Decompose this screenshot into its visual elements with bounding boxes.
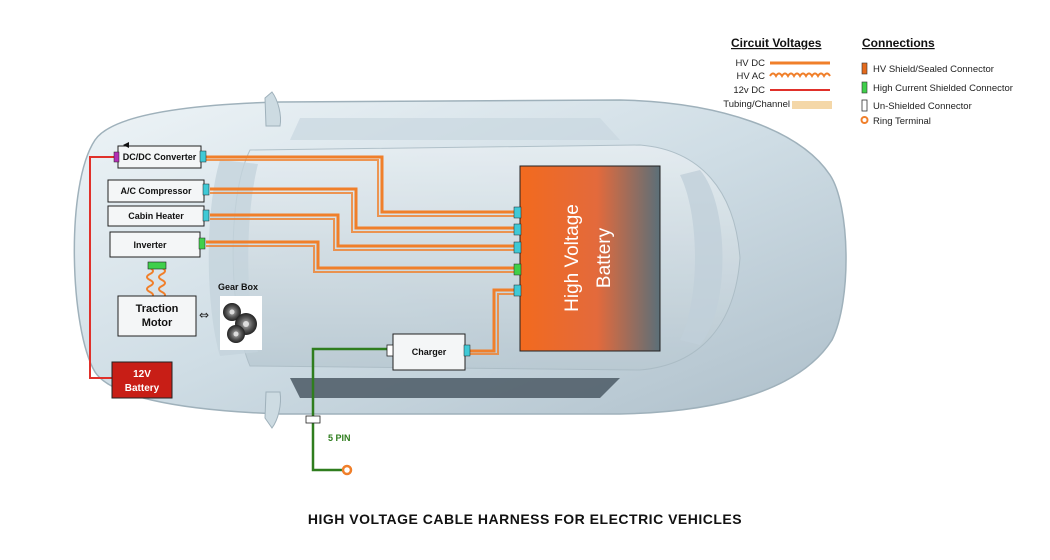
charger-box: Charger	[386, 333, 471, 371]
hv-battery-box: High Voltage Battery	[513, 165, 661, 352]
battery-12v-label-line2: Battery	[125, 383, 160, 394]
ac-compressor-box: A/C Compressor	[107, 179, 210, 203]
legend-hv-ac-line	[769, 72, 831, 78]
legend-tubing-label: Tubing/Channel	[723, 99, 790, 110]
wire-charge-inlet	[311, 347, 388, 472]
charger-label: Charger	[412, 347, 447, 357]
legend-12v-label: 12v DC	[733, 85, 765, 96]
hv-battery-label-line1: High Voltage	[562, 204, 583, 312]
dcdc-hv-connector	[199, 150, 207, 163]
legend-hv-ac-label: HV AC	[736, 71, 765, 82]
legend-connections-title: Connections	[862, 36, 935, 50]
cabin-heater-box: Cabin Heater	[107, 205, 210, 227]
legend-high-current-swatch	[861, 81, 868, 94]
five-pin-connector	[305, 415, 321, 424]
wire-charger-to-battery	[470, 288, 515, 353]
wire-inverter-to-battery	[206, 240, 515, 270]
double-arrow-icon: ⇔	[199, 308, 209, 322]
inverter-hv-connector	[198, 237, 206, 250]
inverter-label: Inverter	[133, 240, 167, 250]
five-pin-label: 5 PIN	[328, 433, 351, 443]
battery-12v-box: 12V Battery	[111, 361, 173, 399]
heater-hv-connector	[202, 209, 210, 222]
gear-box-label: Gear Box	[218, 282, 258, 292]
legend-unshielded-swatch	[861, 99, 868, 112]
legend-voltages-title: Circuit Voltages	[731, 36, 822, 50]
traction-motor-box: Traction Motor	[117, 295, 197, 337]
inverter-box: Inverter	[109, 231, 206, 258]
hv-dc-harness	[204, 155, 515, 355]
dcdc-12v-connector	[113, 151, 120, 163]
hv-battery-connector-2	[513, 223, 522, 236]
hv-battery-label-line2: Battery	[594, 227, 615, 288]
hv-battery-connector-4	[513, 263, 522, 276]
inverter-green-connector	[147, 261, 167, 270]
dcdc-converter-box: DC/DC Converter	[113, 142, 207, 169]
cabin-heater-label: Cabin Heater	[128, 211, 184, 221]
diagram-caption: HIGH VOLTAGE CABLE HARNESS FOR ELECTRIC …	[307, 511, 743, 527]
side-window-bottom	[290, 378, 620, 398]
car-roof	[232, 144, 741, 371]
legend-hv-dc-label: HV DC	[735, 58, 765, 69]
legend: Circuit Voltages Connections HV DC HV AC…	[723, 36, 1013, 127]
dcdc-label: DC/DC Converter	[123, 152, 197, 162]
legend-tubing-band	[792, 101, 832, 109]
legend-hv-shield-swatch	[861, 62, 868, 75]
legend-ring-terminal-label: Ring Terminal	[873, 116, 931, 127]
legend-high-current-label: High Current Shielded Connector	[873, 83, 1013, 94]
ac-hv-connector	[202, 183, 210, 196]
hv-battery-connector-5	[513, 284, 522, 297]
mirror-top	[264, 91, 281, 127]
car-silhouette	[73, 91, 847, 429]
charger-hv-connector	[463, 344, 471, 357]
wire-heater-to-battery	[210, 213, 515, 248]
rear-window	[680, 170, 723, 345]
ring-terminal-icon	[341, 464, 353, 476]
dcdc-arrow-icon	[123, 142, 129, 148]
ac-compressor-label: A/C Compressor	[120, 186, 192, 196]
traction-motor-label-line2: Motor	[142, 317, 173, 329]
battery-12v-label-line1: 12V	[133, 369, 151, 380]
wire-hv-ac-inverter-motor	[146, 267, 166, 299]
legend-hv-shield-label: HV Shield/Sealed Connector	[873, 64, 994, 75]
wire-dcdc-to-battery	[204, 155, 515, 214]
wire-12v-dc	[89, 156, 115, 379]
mirror-bottom	[264, 391, 281, 429]
gear-box: Gear Box	[218, 282, 262, 350]
traction-motor-label-line1: Traction	[136, 303, 179, 315]
legend-ring-terminal-swatch	[860, 116, 869, 124]
legend-unshielded-label: Un-Shielded Connector	[873, 101, 972, 112]
hv-battery-connector-1	[513, 206, 522, 219]
charger-input-connector	[386, 344, 394, 357]
hv-battery-connector-3	[513, 241, 522, 254]
side-window-top	[290, 118, 620, 140]
wire-ac-to-battery	[210, 187, 515, 230]
